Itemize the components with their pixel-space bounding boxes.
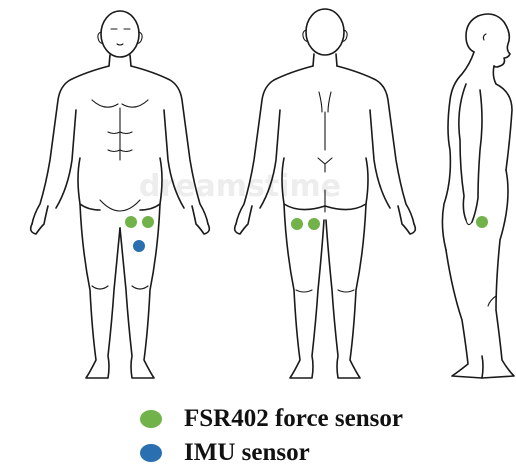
front-imu-sensor <box>133 240 145 252</box>
front-force-sensor-left <box>125 216 137 228</box>
back-force-sensor-right <box>308 218 320 230</box>
side-body-figure <box>442 14 514 378</box>
front-force-sensor-right <box>142 216 154 228</box>
legend-item-imu-sensor: IMU sensor <box>140 436 510 470</box>
legend-label-imu-sensor: IMU sensor <box>184 439 310 467</box>
legend-label-force-sensor: FSR402 force sensor <box>184 405 403 433</box>
body-diagram: dreamstime <box>0 0 516 390</box>
watermark-text: dreamstime <box>139 169 341 204</box>
back-force-sensor-left <box>291 218 303 230</box>
blue-dot-icon <box>140 444 162 462</box>
legend-item-force-sensor: FSR402 force sensor <box>140 402 510 436</box>
legend: FSR402 force sensor IMU sensor <box>140 402 510 470</box>
side-force-sensor <box>476 216 488 228</box>
sensor-markers <box>125 216 488 252</box>
green-dot-icon <box>140 410 162 428</box>
